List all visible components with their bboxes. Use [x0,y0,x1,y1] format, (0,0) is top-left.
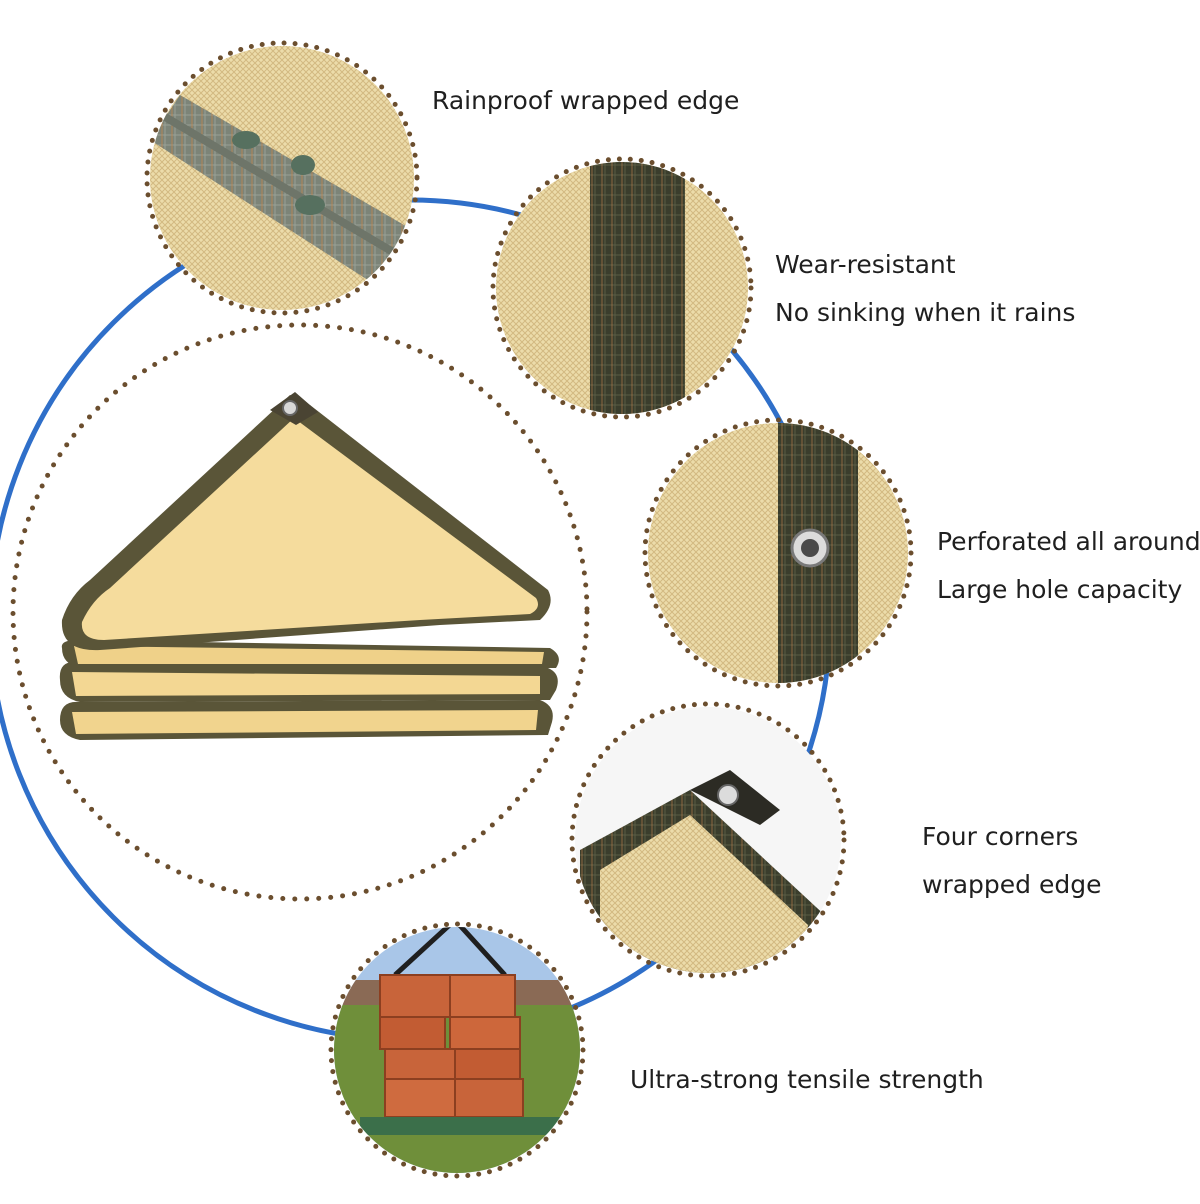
feature-label-wear-resistant: Wear-resistant No sinking when it rains [775,241,1075,337]
feature-text: Wear-resistant [775,250,956,279]
feature-text: Rainproof wrapped edge [432,86,740,115]
feature-label-tensile: Ultra-strong tensile strength [630,1056,984,1104]
feature-text: wrapped edge [922,870,1102,899]
feature-label-rainproof: Rainproof wrapped edge [432,77,739,125]
feature-text: Ultra-strong tensile strength [630,1065,984,1094]
tensile-strength-image [328,921,586,1179]
rainproof-edge-image [144,40,420,316]
perforated-edge-image [642,417,914,689]
feature-text: Perforated all around [937,527,1200,556]
feature-text: No sinking when it rains [775,298,1076,327]
feature-label-four-corners: Four corners wrapped edge [922,813,1101,909]
wear-resistant-edge-image [490,156,754,420]
feature-text: Large hole capacity [937,575,1183,604]
feature-label-perforated: Perforated all around Large hole capacit… [937,518,1200,614]
feature-text: Four corners [922,822,1079,851]
folded-shade-net-image [59,392,559,740]
corner-edge-image [569,701,847,979]
